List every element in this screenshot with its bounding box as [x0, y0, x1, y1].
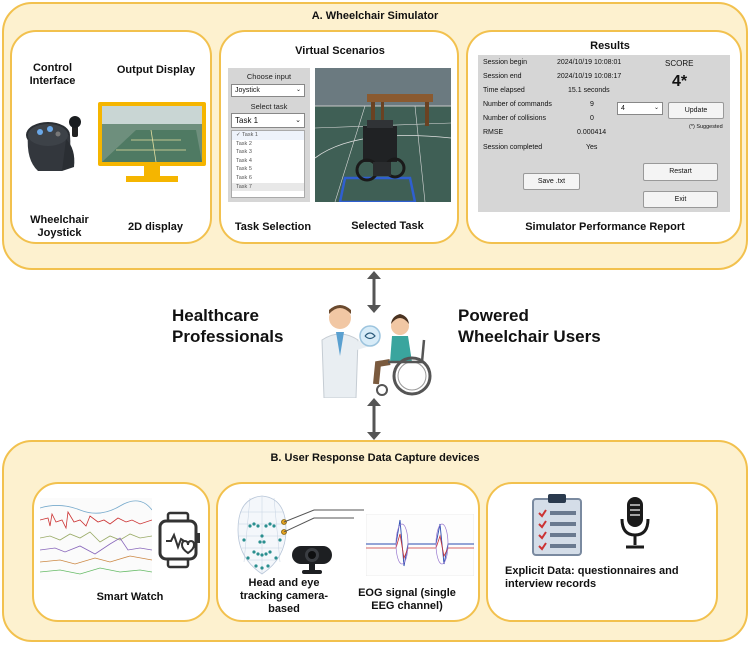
- task-list-item[interactable]: Task 4: [236, 157, 252, 164]
- doctor-patient-illustration: [321, 305, 432, 398]
- score-dropdown[interactable]: 4 ⌄: [617, 102, 663, 115]
- chevron-down-icon: ⌄: [295, 117, 301, 124]
- task-list-item[interactable]: Task 3: [236, 149, 252, 156]
- session-end-label: Session end: [483, 73, 522, 80]
- collisions-value: 0: [590, 115, 594, 122]
- healthcare-professionals-label: Healthcare Professionals: [172, 306, 284, 346]
- task-list-item[interactable]: Task 7: [232, 182, 304, 192]
- explicit-data-panel: [486, 482, 718, 622]
- collisions-label: Number of collisions: [483, 115, 547, 122]
- choose-input-label: Choose input: [246, 72, 292, 81]
- chevron-down-icon: ⌄: [653, 105, 659, 111]
- task-list-item[interactable]: Task 6: [236, 174, 252, 181]
- selected-task-label: Selected Task: [351, 220, 424, 232]
- input-dropdown[interactable]: Joystick ⌄: [231, 84, 305, 97]
- joystick-image: [26, 116, 81, 171]
- task-selection-label: Task Selection: [234, 221, 312, 233]
- session-end-value: 2024/10/19 10:08:17: [557, 73, 622, 80]
- microphone-icon: [620, 497, 650, 549]
- session-completed-value: Yes: [586, 144, 598, 151]
- section-a-title: A. Wheelchair Simulator: [311, 10, 439, 22]
- virtual-scenarios-title: Virtual Scenarios: [295, 45, 385, 57]
- chevron-down-icon: ⌄: [295, 87, 301, 93]
- time-elapsed-label: Time elapsed: [483, 87, 525, 94]
- eog-signal-label: EOG signal (single EEG channel): [358, 587, 456, 612]
- connection-lines: [284, 509, 364, 532]
- session-completed-label: Session completed: [483, 144, 543, 151]
- checklist-clipboard-icon: [532, 494, 582, 556]
- session-begin-value: 2024/10/19 10:08:01: [557, 59, 622, 66]
- explicit-data-label: Explicit Data: questionnaires and interv…: [505, 565, 679, 590]
- smartwatch-heart-icon: [158, 511, 200, 569]
- double-arrow-bottom: [367, 398, 381, 440]
- wheelchair-users-label: Powered Wheelchair Users: [458, 306, 601, 346]
- rmse-label: RMSE: [483, 129, 504, 136]
- output-display-label: Output Display: [116, 64, 196, 76]
- monitor-image: [98, 102, 206, 182]
- score-label: SCORE: [665, 59, 694, 68]
- 2d-display-label: 2D display: [127, 221, 184, 233]
- results-window: [478, 55, 730, 212]
- task-dropdown[interactable]: Task 1 ⌄: [231, 113, 305, 128]
- update-button[interactable]: Update: [668, 102, 724, 119]
- head-eye-tracking-label: Head and eye tracking camera- based: [239, 577, 329, 615]
- eog-signal-chart: [366, 514, 474, 576]
- commands-value: 9: [590, 101, 594, 108]
- score-value: 4*: [672, 73, 688, 90]
- webcam-icon: [292, 546, 332, 574]
- commands-label: Number of commands: [483, 101, 552, 108]
- smart-watch-label: Smart Watch: [96, 591, 164, 603]
- task-list[interactable]: ✓ Task 1 Task 2 Task 3 Task 4 Task 5 Tas…: [231, 130, 305, 198]
- results-title: Results: [590, 40, 630, 52]
- section-b-title: B. User Response Data Capture devices: [270, 452, 480, 464]
- exit-button[interactable]: Exit: [643, 191, 718, 208]
- rmse-value: 0.000414: [577, 129, 607, 136]
- suggested-note: (*) Suggested: [689, 124, 723, 130]
- wheelchair-joystick-label: Wheelchair Joystick: [30, 214, 89, 239]
- face-mesh-image: [237, 495, 287, 575]
- task-list-item[interactable]: ✓ Task 1: [232, 131, 304, 140]
- physiological-signals-chart: [40, 498, 152, 580]
- control-interface-label: Control Interface: [29, 62, 76, 87]
- task-list-item[interactable]: Task 5: [236, 166, 252, 173]
- selected-task-scene: [315, 68, 451, 202]
- save-txt-button[interactable]: Save .txt: [523, 173, 580, 190]
- time-elapsed-value: 15.1 seconds: [568, 87, 610, 94]
- task-list-item[interactable]: Task 2: [236, 140, 252, 147]
- session-begin-label: Session begin: [483, 59, 527, 66]
- performance-report-label: Simulator Performance Report: [525, 221, 685, 233]
- double-arrow-top: [367, 271, 381, 313]
- restart-button[interactable]: Restart: [643, 163, 718, 181]
- select-task-label: Select task: [250, 102, 288, 111]
